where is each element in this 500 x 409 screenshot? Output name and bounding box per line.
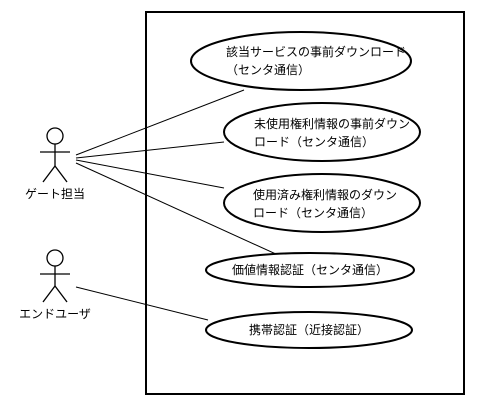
use-case-label-line: 該当サービスの事前ダウンロード bbox=[226, 44, 406, 59]
actor-label-gate-staff: ゲート担当 bbox=[25, 187, 85, 201]
association-gate-uc1 bbox=[75, 89, 245, 156]
actor-end-user bbox=[40, 249, 70, 303]
use-case-label-line: 未使用権利情報の事前ダウン bbox=[254, 116, 410, 131]
actor-leg-right bbox=[54, 165, 68, 183]
actor-leg-left bbox=[42, 165, 56, 183]
actor-label-end-user: エンドユーザ bbox=[19, 307, 91, 321]
use-case-uc1: 該当サービスの事前ダウンロード （センタ通信） bbox=[190, 31, 412, 91]
use-case-ellipse bbox=[190, 31, 412, 91]
use-case-ellipse bbox=[205, 311, 413, 349]
actor-leg-right bbox=[54, 285, 68, 303]
actor-leg-left bbox=[42, 285, 56, 303]
actor-gate-staff bbox=[40, 127, 70, 183]
association-gate-uc3 bbox=[75, 159, 225, 189]
use-case-uc2: 未使用権利情報の事前ダウン ロード（センタ通信） bbox=[223, 102, 421, 162]
association-gate-uc2 bbox=[75, 141, 225, 159]
use-case-label-line: ロード（センタ通信） bbox=[254, 135, 374, 149]
use-case-ellipse bbox=[223, 173, 421, 233]
use-case-label-line: 価値情報認証（センタ通信） bbox=[232, 262, 388, 277]
use-case-label-line: ロード（センタ通信） bbox=[253, 206, 373, 220]
use-case-uc3: 使用済み権利情報のダウン ロード（センタ通信） bbox=[223, 173, 421, 233]
use-case-ellipse bbox=[205, 252, 415, 288]
use-case-ellipse bbox=[223, 102, 421, 162]
use-case-label-line: （センタ通信） bbox=[226, 63, 310, 77]
association-enduser-uc5 bbox=[75, 286, 209, 321]
associations bbox=[75, 89, 279, 321]
use-case-label-line: 使用済み権利情報のダウン bbox=[253, 187, 397, 202]
actor-head bbox=[46, 127, 64, 145]
use-case-label-line: 携帯認証（近接認証） bbox=[249, 322, 369, 337]
actor-head bbox=[46, 249, 64, 267]
use-case-uc5: 携帯認証（近接認証） bbox=[205, 311, 413, 349]
system-boundary bbox=[145, 11, 465, 395]
association-gate-uc4 bbox=[75, 162, 279, 256]
use-case-uc4: 価値情報認証（センタ通信） bbox=[205, 252, 415, 288]
